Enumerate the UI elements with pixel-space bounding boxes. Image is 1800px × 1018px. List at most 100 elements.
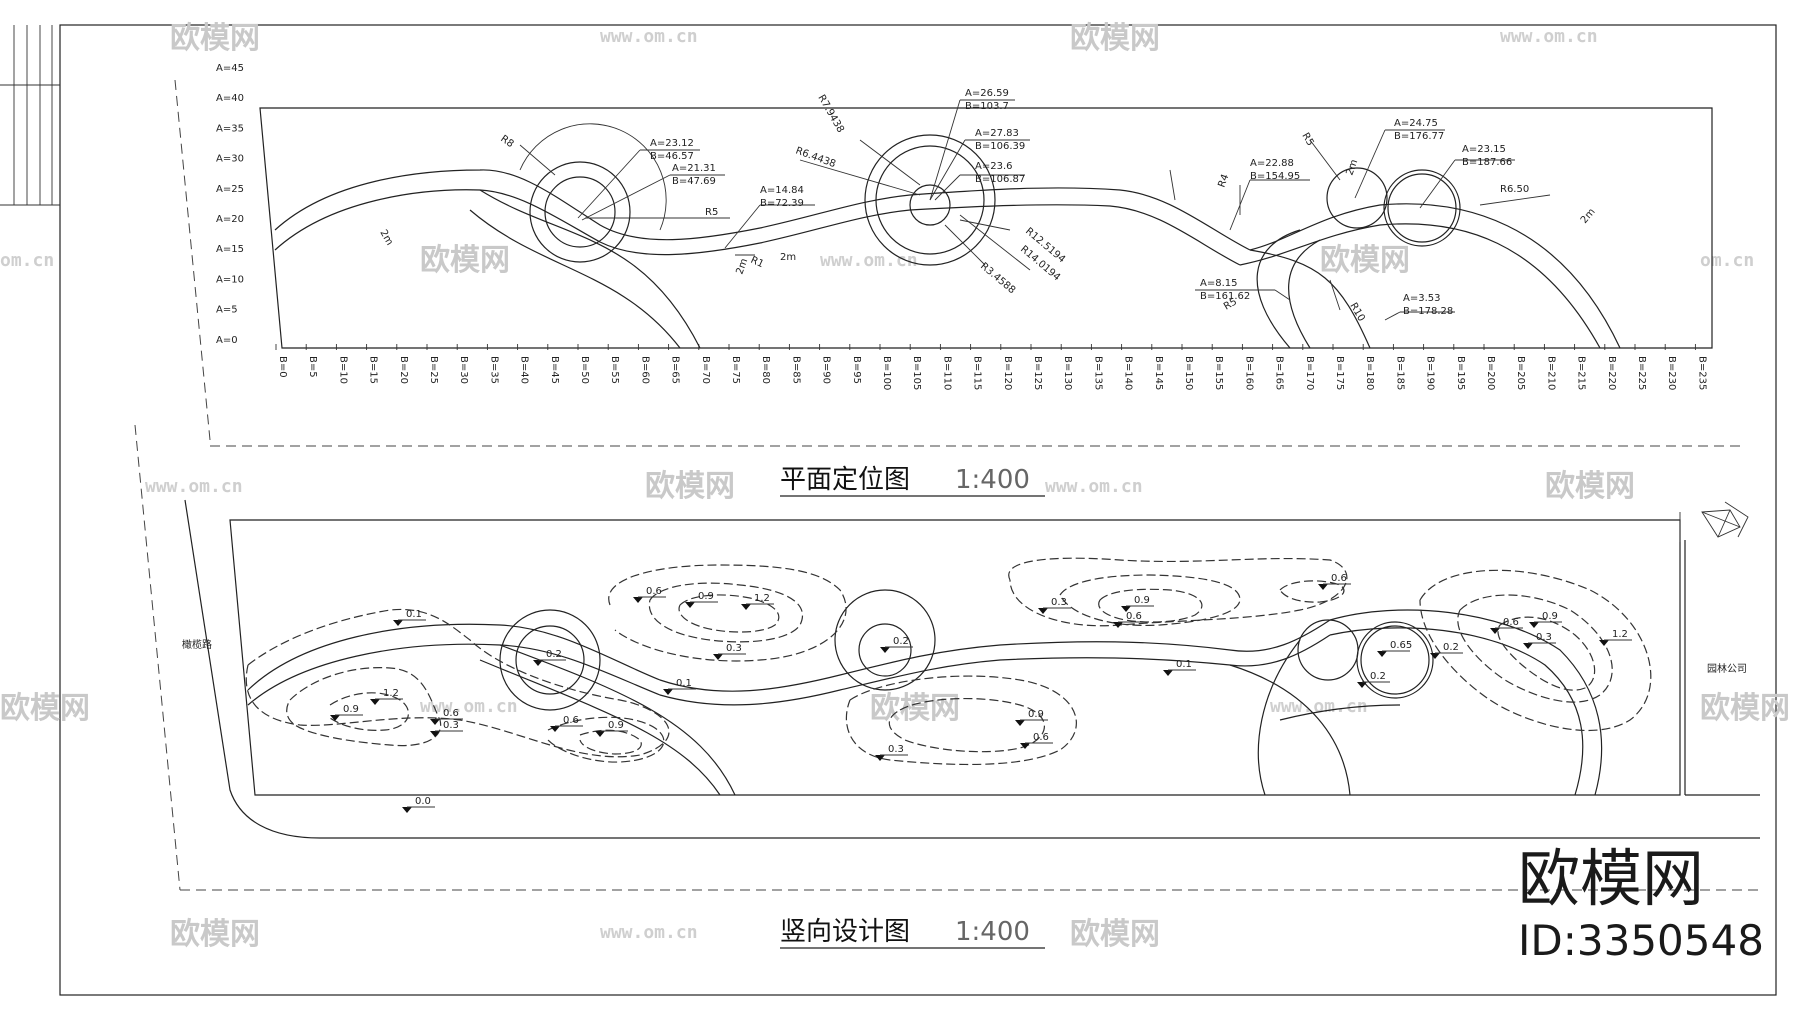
- plan-annotation: R5: [705, 207, 718, 218]
- spot-level-value: 1.2: [1612, 629, 1628, 640]
- b-axis-label: B=135: [1092, 356, 1103, 390]
- spot-level-value: 0.9: [343, 704, 359, 715]
- plan-annotation: R1: [749, 255, 766, 271]
- plan-annotation: B=46.57: [650, 151, 694, 162]
- plan-plaza-circle: [1326, 167, 1388, 229]
- spot-level-marker: [402, 807, 412, 813]
- spot-level-marker: [1318, 584, 1328, 590]
- a-axis-label: A=35: [216, 123, 244, 134]
- vertical-path: [1329, 609, 1603, 796]
- b-axis-label: B=190: [1425, 356, 1436, 390]
- b-axis-label: B=85: [790, 356, 801, 384]
- watermark-brand: 欧模网: [1070, 21, 1160, 56]
- watermark-url: www.om.cn: [145, 476, 243, 497]
- vertical-site-boundary: [229, 519, 1681, 796]
- plan-annotation: A=22.88: [1250, 158, 1294, 169]
- road-edge: [184, 499, 1760, 839]
- spot-level-value: 0.9: [608, 720, 624, 731]
- b-axis-label: B=205: [1515, 356, 1526, 390]
- spot-level-marker: [330, 715, 340, 721]
- watermark-brand: 欧模网: [645, 469, 735, 504]
- watermark-url: www.om.cn: [600, 922, 698, 943]
- right-company-label: 园林公司: [1707, 662, 1747, 675]
- plan-path: [1249, 249, 1371, 349]
- watermark-brand: 欧模网: [870, 691, 960, 726]
- b-axis-label: B=120: [1002, 356, 1013, 390]
- spot-level-marker: [1529, 622, 1539, 628]
- b-axis-label: B=30: [458, 356, 469, 384]
- vertical-scale: 1:400: [955, 917, 1030, 947]
- watermark-url: www.om.cn: [1500, 26, 1598, 47]
- spot-level-value: 0.3: [726, 643, 742, 654]
- spot-level-value: 0.2: [893, 636, 909, 647]
- plan-annotation: 2m: [780, 252, 796, 263]
- watermark-url: www.om.cn: [820, 250, 918, 271]
- b-axis-label: B=80: [760, 356, 771, 384]
- watermark-brand: 欧模网: [1070, 917, 1160, 952]
- vertical-path: [247, 634, 1331, 706]
- spot-level-marker: [370, 699, 380, 705]
- a-axis-label: A=25: [216, 184, 244, 195]
- plan-annotation: A=8.15: [1200, 278, 1238, 289]
- plan-title: 平面定位图: [780, 465, 910, 495]
- a-axis-label: A=45: [216, 63, 244, 74]
- spot-level-marker: [875, 755, 885, 761]
- b-axis-label: B=145: [1153, 356, 1164, 390]
- vertical-path: [1279, 704, 1401, 721]
- vertical-plaza-circle: [1360, 625, 1430, 695]
- vertical-plaza-circle: [499, 609, 601, 711]
- plan-annotation: R6.50: [1500, 184, 1529, 195]
- plan-annotation: R3.4588: [978, 261, 1017, 296]
- spot-level-value: 0.6: [1126, 611, 1142, 622]
- spot-level-marker: [1599, 640, 1609, 646]
- plan-annotation: B=106.39: [975, 141, 1025, 152]
- b-axis-label: B=235: [1696, 356, 1707, 390]
- plan-annotation: B=187.66: [1462, 157, 1512, 168]
- spot-level-marker: [1377, 651, 1387, 657]
- a-axis-label: A=15: [216, 244, 244, 255]
- b-axis-label: B=45: [549, 356, 560, 384]
- vertical-path: [499, 644, 736, 796]
- a-axis-label: A=40: [216, 93, 244, 104]
- spot-level-value: 0.6: [443, 708, 459, 719]
- brand-id: ID:3350548: [1518, 916, 1764, 965]
- contour-lines: [245, 557, 1652, 766]
- b-axis-label: B=170: [1304, 356, 1315, 390]
- spot-level-marker: [880, 647, 890, 653]
- plan-annotation: A=21.31: [672, 163, 716, 174]
- spot-level-value: 0.3: [888, 744, 904, 755]
- spot-level-value: 0.2: [546, 649, 562, 660]
- plan-path: [1239, 223, 1601, 349]
- plan-path: [1288, 239, 1321, 349]
- plan-annotation: A=23.15: [1462, 144, 1506, 155]
- plan-annotation: R6.4438: [794, 145, 837, 170]
- spot-level-marker: [741, 604, 751, 610]
- b-axis-label: B=95: [851, 356, 862, 384]
- spot-level-marker: [393, 620, 403, 626]
- b-axis-label: B=175: [1334, 356, 1345, 390]
- b-axis-label: B=160: [1243, 356, 1254, 390]
- b-axis-label: B=25: [428, 356, 439, 384]
- spot-level-marker: [533, 660, 543, 666]
- spot-level-marker: [1490, 628, 1500, 634]
- plan-annotation: B=47.69: [672, 176, 716, 187]
- spot-level-value: 1.2: [383, 688, 399, 699]
- spot-level-marker: [1121, 606, 1131, 612]
- spot-level-marker: [1430, 653, 1440, 659]
- plan-annotation: A=27.83: [975, 128, 1019, 139]
- watermark-brand: 欧模网: [170, 21, 260, 56]
- a-axis-label: A=10: [216, 274, 244, 285]
- spot-level-marker: [595, 731, 605, 737]
- a-axis-label: A=30: [216, 154, 244, 165]
- b-axis-label: B=40: [519, 356, 530, 384]
- plan-path: [1256, 229, 1301, 349]
- plan-annotation: 2m: [734, 257, 750, 276]
- spot-level-marker: [1015, 720, 1025, 726]
- plan-plaza-circle: [1383, 169, 1461, 247]
- b-axis-label: B=5: [307, 356, 318, 378]
- plan-plaza-circle: [1387, 173, 1457, 243]
- plan-site-boundary: [259, 107, 1713, 349]
